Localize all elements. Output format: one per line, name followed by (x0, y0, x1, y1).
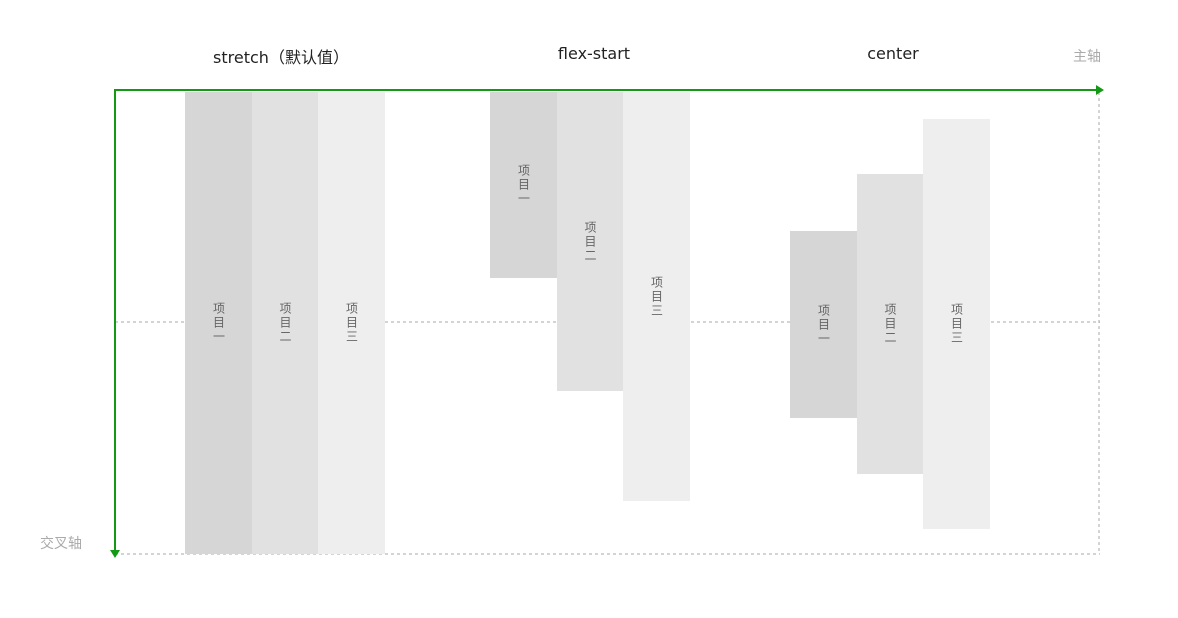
center-item-1-label: 项目一 (816, 303, 831, 346)
center-item-2-label: 项目二 (883, 303, 897, 345)
center-item-2: 项目二 (857, 174, 923, 474)
flex-start-item-2-label: 项目二 (583, 220, 597, 263)
stretch-item-1-label: 项目一 (211, 302, 226, 344)
center-item-3-label: 项目三 (949, 303, 964, 345)
flex-start-item-3: 项目三 (623, 92, 690, 501)
cross-axis-arrowhead (110, 550, 120, 558)
stretch-item-3: 项目三 (318, 92, 385, 554)
flex-start-item-3-label: 项目三 (649, 275, 664, 318)
center-item-1: 项目一 (790, 231, 857, 418)
stretch-item-3-label: 项目三 (344, 302, 359, 344)
stretch-item-1: 项目一 (185, 92, 252, 554)
main-axis-label: 主轴 (1073, 49, 1101, 65)
flex-start-item-1: 项目一 (490, 92, 557, 278)
stretch-item-2: 项目二 (252, 92, 318, 554)
group-title-center: center (867, 44, 919, 63)
center-item-3: 项目三 (923, 119, 990, 529)
stretch-item-2-label: 项目二 (278, 302, 292, 344)
cross-axis-label: 交叉轴 (40, 536, 82, 552)
flex-start-item-2: 项目二 (557, 92, 623, 391)
group-title-flex-start: flex-start (557, 44, 631, 63)
group-title-stretch: stretch（默认值） (213, 48, 349, 67)
flex-start-item-1-label: 项目一 (516, 164, 531, 206)
main-axis-arrowhead (1096, 85, 1104, 95)
